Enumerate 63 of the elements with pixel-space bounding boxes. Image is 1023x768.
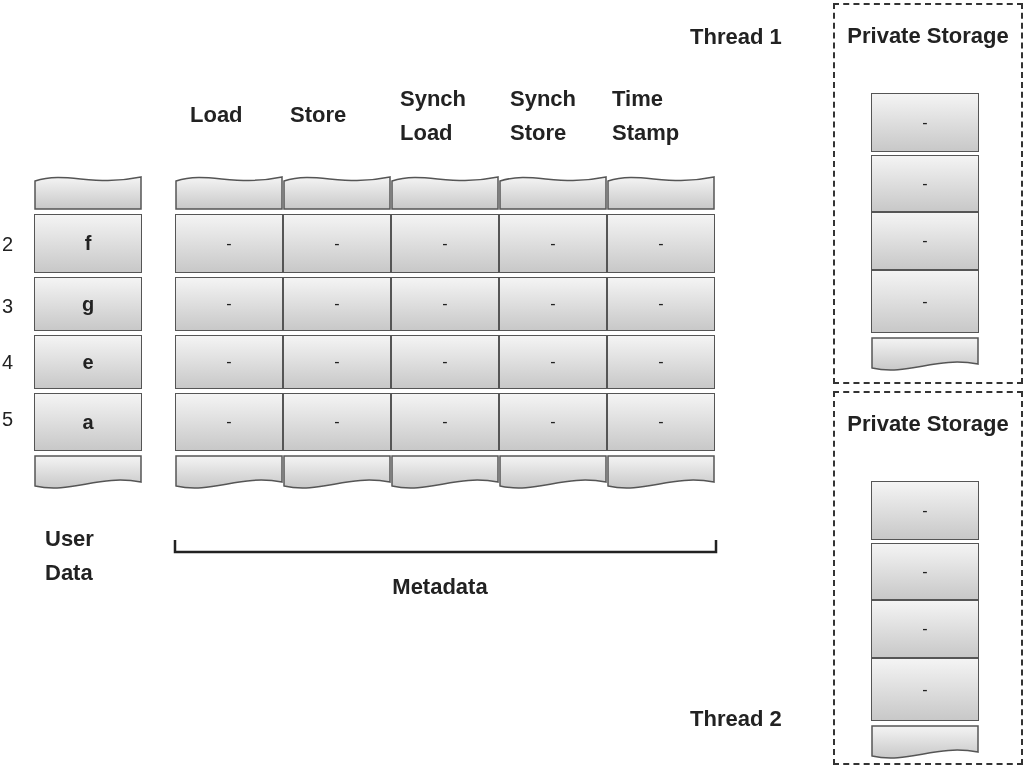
torn-memory-cell [871, 725, 979, 762]
torn-memory-cell [175, 173, 283, 210]
memory-cell: a [34, 393, 142, 451]
memory-cell: - [499, 393, 607, 451]
memory-cell: - [871, 270, 979, 333]
row-number: 2 [2, 232, 15, 257]
memory-cell: - [175, 277, 283, 331]
row-number: 3 [2, 294, 15, 319]
column-header: Time Stamp [612, 85, 681, 147]
group-label: User Data [45, 525, 95, 587]
memory-cell: - [283, 277, 391, 331]
memory-cell: - [391, 335, 499, 389]
torn-memory-cell [607, 173, 715, 210]
memory-cell: - [871, 481, 979, 540]
torn-memory-cell [283, 455, 391, 492]
memory-cell: - [391, 277, 499, 331]
memory-cell: - [871, 543, 979, 600]
row-number: 4 [2, 350, 15, 375]
thread-label: Thread 2 [690, 705, 782, 733]
torn-memory-cell [391, 455, 499, 492]
memory-cell: - [283, 214, 391, 273]
column-header: Store [290, 101, 348, 129]
column-header: Load [190, 101, 244, 129]
column-header: Synch Store [510, 85, 578, 147]
torn-memory-cell [499, 173, 607, 210]
memory-cell: - [871, 155, 979, 212]
memory-cell: - [607, 214, 715, 273]
memory-cell: - [607, 393, 715, 451]
group-label: Metadata [391, 573, 489, 601]
memory-cell: - [871, 212, 979, 270]
panel-heading: Private Storage [846, 22, 1010, 50]
memory-cell: - [499, 335, 607, 389]
memory-cell: f [34, 214, 142, 273]
memory-cell: - [175, 335, 283, 389]
column-header: Synch Load [400, 85, 468, 147]
thread-label: Thread 1 [690, 23, 782, 51]
memory-cell: - [391, 214, 499, 273]
torn-memory-cell [34, 455, 142, 492]
memory-cell: - [607, 335, 715, 389]
memory-cell: - [499, 214, 607, 273]
torn-memory-cell [871, 337, 979, 374]
memory-cell: - [283, 335, 391, 389]
memory-cell: g [34, 277, 142, 331]
memory-cell: - [871, 93, 979, 152]
memory-cell: - [175, 393, 283, 451]
memory-cell: - [499, 277, 607, 331]
memory-cell: - [175, 214, 283, 273]
dashed-panel [833, 391, 1023, 765]
torn-memory-cell [175, 455, 283, 492]
panel-heading: Private Storage [846, 410, 1010, 438]
memory-cell: - [871, 600, 979, 658]
memory-cell: - [391, 393, 499, 451]
memory-cell: e [34, 335, 142, 389]
torn-memory-cell [34, 173, 142, 210]
torn-memory-cell [283, 173, 391, 210]
memory-cell: - [871, 658, 979, 721]
memory-cell: - [607, 277, 715, 331]
torn-memory-cell [391, 173, 499, 210]
memory-cell: - [283, 393, 391, 451]
dashed-panel [833, 3, 1023, 384]
torn-memory-cell [607, 455, 715, 492]
row-number: 5 [2, 407, 15, 432]
torn-memory-cell [499, 455, 607, 492]
